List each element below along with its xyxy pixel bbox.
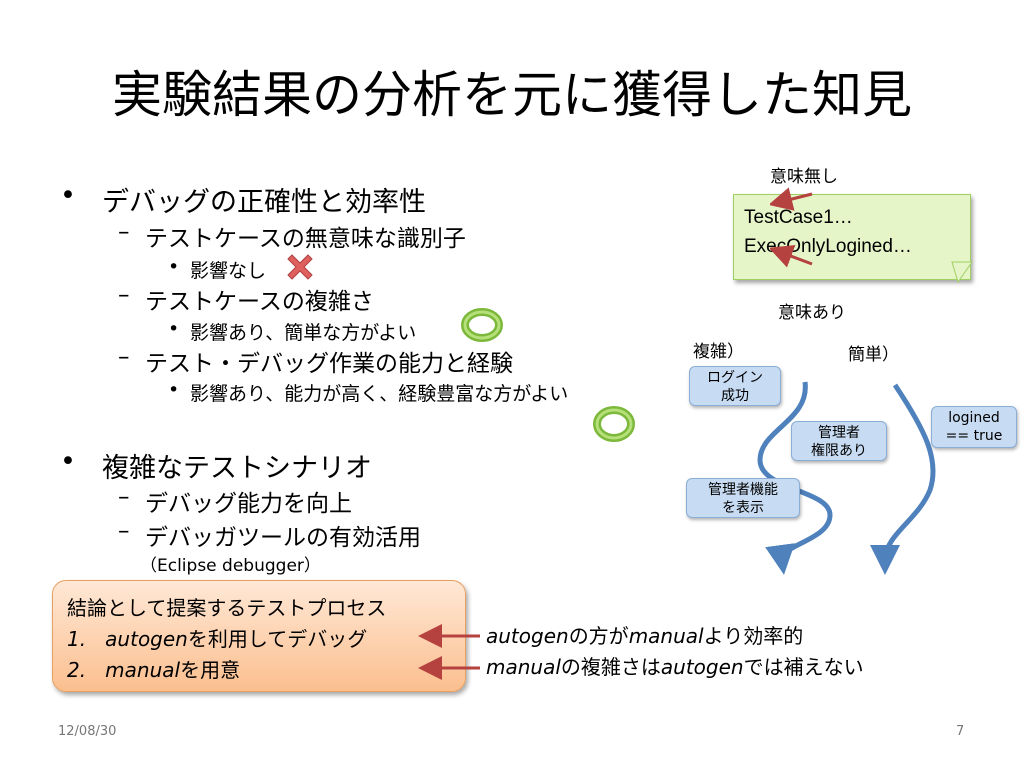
complex-flow-arrow xyxy=(757,381,833,575)
dash-mark: – xyxy=(118,484,130,510)
detail-skilled-better: 影響あり、能力が高く、経験豊富な方がよい xyxy=(190,383,569,405)
circle-mark-icon xyxy=(461,308,503,342)
dash-mark: – xyxy=(118,344,130,370)
sub-meaningless-id: テストケースの無意味な識別子 xyxy=(145,226,466,252)
label-meaningful: 意味あり xyxy=(778,303,846,323)
test-case-name-box: TestCase1… ExecOnlyLogined… xyxy=(733,194,971,280)
dot-mark: • xyxy=(168,379,180,401)
bullet-dot: • xyxy=(60,180,76,211)
conclusion-item-2: 2. manualを用意 xyxy=(67,658,241,682)
label-meaningless: 意味無し xyxy=(770,167,838,187)
bullet-accuracy-efficiency: デバッグの正確性と効率性 xyxy=(102,187,426,218)
sub-ability-experience: テスト・デバッグ作業の能力と経験 xyxy=(145,351,513,377)
conclusion-title: 結論として提案するテストプロセス xyxy=(67,596,387,620)
arrow-left-icon xyxy=(770,244,813,268)
folded-corner xyxy=(951,261,973,284)
dash-mark: – xyxy=(118,282,130,308)
callout-login-success: ログイン 成功 xyxy=(689,366,781,406)
label-complex: 複雑） xyxy=(693,342,744,362)
bullet-dot: • xyxy=(60,446,76,477)
callout-admin-rights: 管理者 権限あり xyxy=(791,421,887,461)
slide-number: 7 xyxy=(956,724,965,739)
detail-simpler-better: 影響あり、簡単な方がよい xyxy=(190,322,417,344)
dot-mark: • xyxy=(168,256,180,278)
circle-mark-icon xyxy=(593,406,635,442)
label-simple: 簡単） xyxy=(848,345,899,365)
slide-title: 実験結果の分析を元に獲得した知見 xyxy=(112,66,912,124)
conclusion-item-1: 1. autogenを利用してデバッグ xyxy=(67,627,368,651)
sub-improve-debugging: デバッグ能力を向上 xyxy=(145,491,352,517)
conclusion-arrows xyxy=(418,624,480,680)
callout-admin-function: 管理者機能 を表示 xyxy=(686,478,800,518)
arrow-group xyxy=(770,187,813,268)
dot-mark: • xyxy=(168,318,180,340)
note-complexity: manualの複雑さはautogenでは補えない xyxy=(486,655,864,679)
note-efficiency: autogenの方がmanualより効率的 xyxy=(486,624,804,648)
dash-mark: – xyxy=(118,518,130,544)
simple-flow-arrow xyxy=(870,383,936,575)
sub-debugger-tools: デバッガツールの有効活用 xyxy=(145,525,421,551)
bullet-complex-scenario: 複雑なテストシナリオ xyxy=(102,453,372,484)
detail-no-effect: 影響なし xyxy=(190,260,267,282)
sub-complexity: テストケースの複雑さ xyxy=(145,289,374,315)
conclusion-box: 結論として提案するテストプロセス 1. autogenを利用してデバッグ 2. … xyxy=(52,580,466,692)
cross-mark-icon xyxy=(287,254,313,280)
dash-mark: – xyxy=(118,219,130,245)
code-line: TestCase1… xyxy=(744,207,853,228)
callout-logined-true: logined == true xyxy=(931,406,1017,448)
arrow-left-icon xyxy=(770,187,813,211)
debugger-note: （Eclipse debugger） xyxy=(140,556,321,576)
slide-date: 12/08/30 xyxy=(58,724,117,739)
